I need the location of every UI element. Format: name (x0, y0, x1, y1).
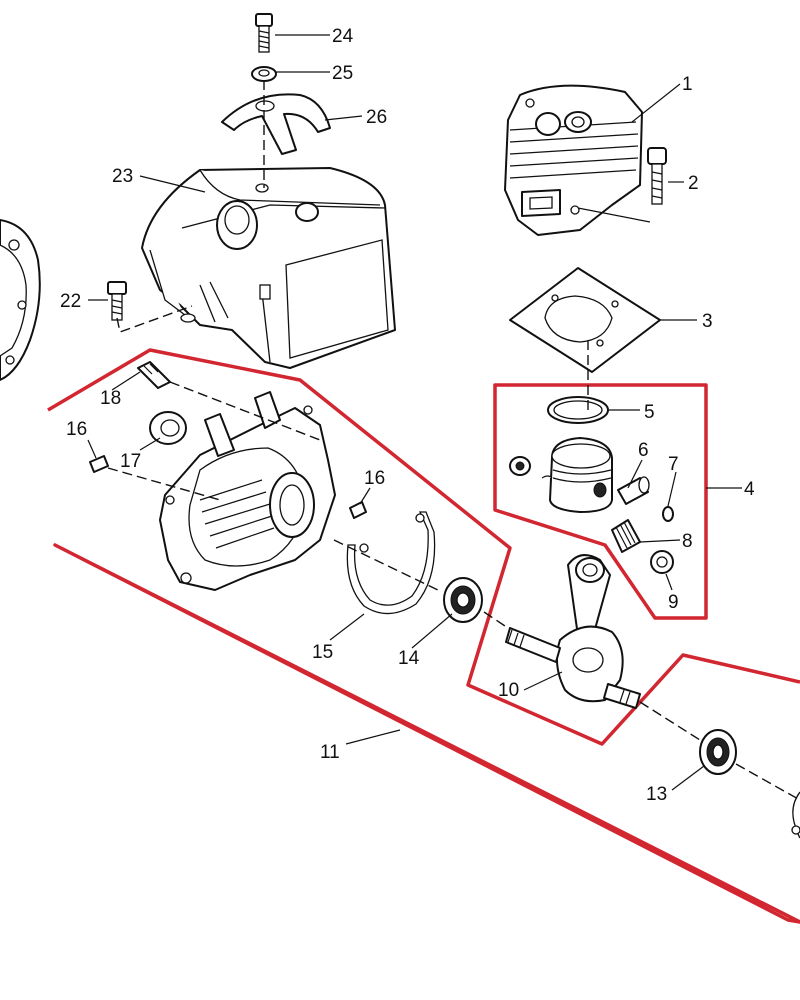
piston (541, 437, 613, 513)
callout-25: 25 (332, 63, 353, 84)
callout-4: 4 (744, 479, 755, 500)
callout-2: 2 (688, 173, 699, 194)
dowel-pin-part-16-right (349, 501, 367, 519)
callout-3: 3 (702, 311, 713, 332)
main-bearing-part-14 (443, 577, 483, 623)
callout-18: 18 (100, 388, 121, 409)
thrust-washer-part-9 (650, 550, 674, 574)
piston-kit-outline (493, 383, 708, 620)
right-crankcase-fragment (791, 791, 800, 839)
needle-bearing-part-8 (611, 519, 641, 553)
dowel-pin-part-16-left (89, 455, 109, 473)
cylinder-bolt-part-2 (647, 147, 667, 205)
highlight-outlines (47, 348, 800, 924)
main-bearing-part-13 (699, 729, 737, 775)
callout-26: 26 (366, 107, 387, 128)
callout-24: 24 (332, 26, 354, 47)
callout-17: 17 (120, 451, 141, 472)
engine-shroud-part-23 (141, 167, 396, 369)
pin-clip-part-7 (662, 506, 674, 522)
callout-7: 7 (668, 454, 679, 475)
callout-8: 8 (682, 531, 693, 552)
cover-bolt-part-24 (255, 13, 273, 53)
shroud-bolt-part-22 (107, 281, 127, 321)
washer-part-25 (251, 66, 277, 82)
callout-22: 22 (60, 291, 81, 312)
cylinder-part-1 (504, 84, 643, 236)
oil-seal-part-17 (149, 411, 187, 445)
shroud-cooling-slats (285, 239, 389, 359)
flywheel-housing-fragment (0, 219, 41, 381)
crankcase-group-outline (47, 348, 800, 924)
callout-15: 15 (312, 642, 333, 663)
clamp-part-26 (221, 93, 331, 155)
callout-labels: 24 25 26 23 1 2 3 22 5 4 6 7 8 9 18 16 1… (60, 26, 755, 805)
crankcase-gasket-part-15 (346, 511, 436, 615)
leader-lines (87, 34, 742, 791)
piston-ring-part-5 (547, 396, 609, 424)
callout-6: 6 (638, 440, 649, 461)
callout-13: 13 (646, 784, 667, 805)
callout-14: 14 (398, 648, 420, 669)
callout-10: 10 (498, 680, 519, 701)
assembly-axes (107, 80, 800, 801)
callout-9: 9 (668, 592, 679, 613)
piston-pin-part-6 (617, 476, 650, 505)
callout-16-left: 16 (66, 419, 87, 440)
callout-23: 23 (112, 166, 133, 187)
callout-1: 1 (682, 74, 693, 95)
piston-clip-left (509, 456, 531, 476)
callout-11: 11 (320, 742, 340, 763)
callout-16-right: 16 (364, 468, 385, 489)
cylinder-gasket-part-3 (509, 267, 661, 373)
stud-part-18 (137, 361, 171, 389)
crankshaft-part-10 (505, 554, 641, 709)
crankcase-half-part-11 (159, 391, 336, 591)
callout-5: 5 (644, 402, 655, 423)
